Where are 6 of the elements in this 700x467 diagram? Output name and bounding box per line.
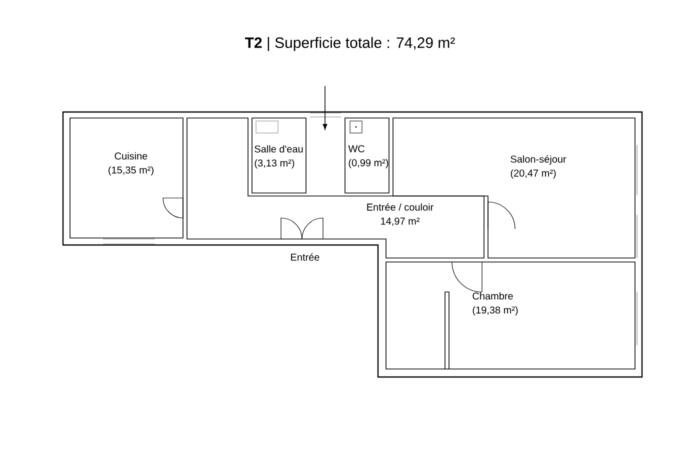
room-label: Entrée — [291, 253, 320, 261]
title: T2 | Superficie totale : 74,29 m² — [244, 36, 455, 52]
room: Salle d'eau (3,13 m²) — [252, 118, 306, 194]
room: Cuisine (15,35 m²) — [70, 118, 184, 238]
room: Chambre (19,38 m²) — [386, 262, 636, 370]
room: WC (0,99 m²) — [344, 118, 390, 194]
